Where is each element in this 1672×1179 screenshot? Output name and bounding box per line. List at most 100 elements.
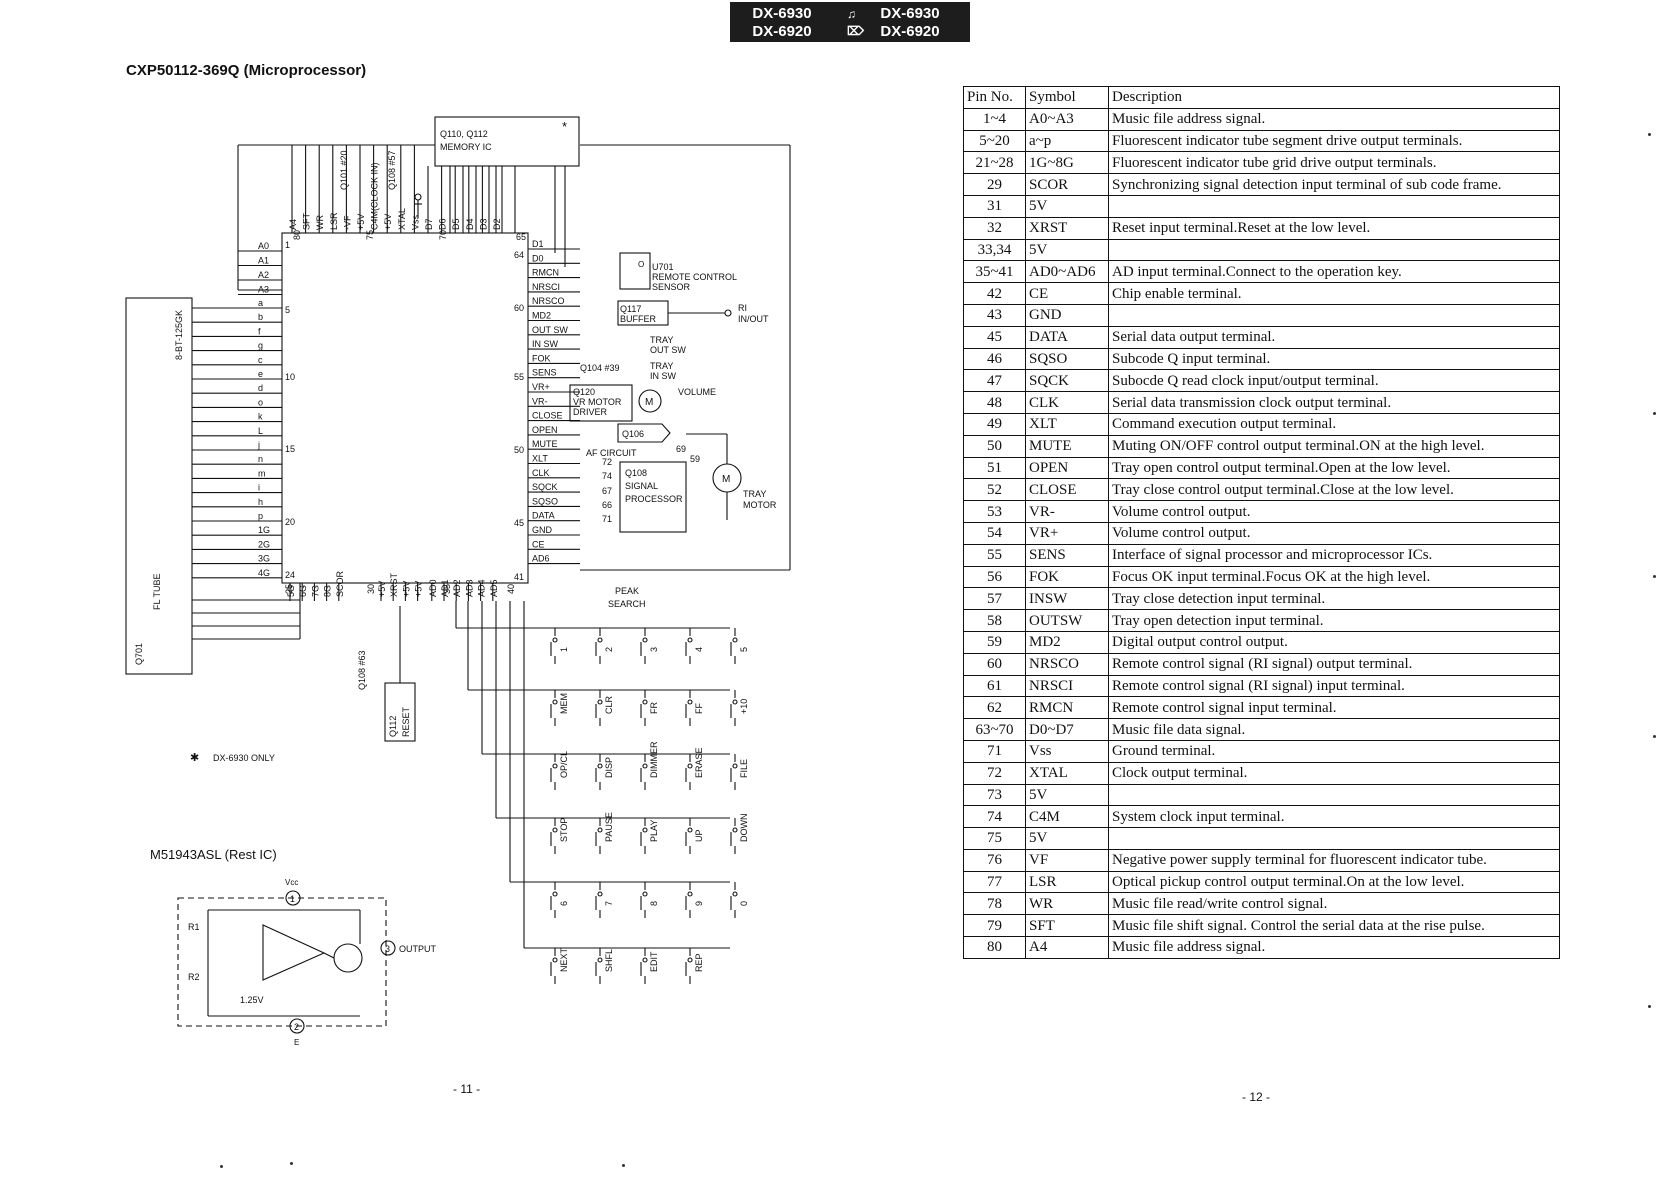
description-cell (1108, 238, 1560, 262)
description-cell: Music file data signal. (1108, 718, 1560, 741)
description-cell: Volume control output. (1108, 521, 1560, 545)
bottom-pin-label: 8G (323, 585, 333, 597)
model-right-top: DX-6930 (880, 5, 940, 22)
right-pin-label: SQSO (532, 496, 558, 506)
bottom-pin-label: AD2 (452, 579, 462, 597)
description-cell: Focus OK input terminal.Focus OK at the … (1108, 565, 1560, 589)
asterisk-mark: ✱ (190, 752, 199, 764)
rest-ic-label: 1.25V (240, 995, 264, 1005)
top-pin-label: A4 (288, 219, 298, 230)
key-label: PLAY (649, 820, 659, 842)
model-badge: DX-6930 DX-6920 ♫ ⌦ DX-6930 DX-6920 (730, 2, 970, 42)
vr-driver (569, 384, 633, 422)
pin-number: 41 (514, 572, 524, 582)
top-pin-label: LSR (329, 212, 339, 230)
description-cell: Serial data output terminal. (1108, 325, 1560, 349)
top-pin-label: D4 (465, 218, 475, 230)
transistor (333, 943, 363, 973)
peak-search-label: SEARCH (608, 599, 646, 609)
symbol-cell: CE (1025, 282, 1109, 305)
key-label: STOP (559, 818, 569, 842)
pin-number-cell: 1~4 (963, 107, 1026, 131)
pin-number-cell: 51 (963, 456, 1026, 480)
left-pin-label: m (258, 468, 266, 478)
rest-ic-pin: 2 (294, 1022, 299, 1032)
key-label: EDIT (649, 951, 659, 972)
key-label: UP (694, 829, 704, 842)
pin-number: 67 (602, 486, 612, 496)
right-pin-label: VR- (532, 396, 548, 406)
description-cell: Reset input terminal.Reset at the low le… (1108, 216, 1560, 240)
pin-number: 20 (285, 517, 295, 527)
key-contact (552, 891, 558, 897)
pin-number-cell: 5~20 (963, 129, 1026, 153)
vr-motor (638, 389, 662, 413)
right-pin-label: CLOSE (532, 411, 563, 421)
scan-speck (1653, 735, 1656, 738)
right-pin-label: FOK (532, 353, 551, 363)
scan-speck (1653, 412, 1656, 415)
description-cell: Remote control signal (RI signal) input … (1108, 674, 1560, 698)
vr-driver-label: Q120 (573, 387, 595, 397)
model-right-bottom: DX-6920 (880, 23, 940, 40)
tray-out-sw-label: TRAY (650, 335, 673, 345)
q106-amp (617, 423, 671, 443)
symbol-cell: GND (1025, 303, 1109, 327)
key-contact (597, 699, 603, 705)
symbol-cell: SFT (1025, 914, 1109, 938)
bottom-pin-label: 6G (298, 585, 308, 597)
pin-number-cell: 62 (963, 696, 1026, 720)
description-cell: Command execution output terminal. (1108, 412, 1560, 436)
right-pin-label: IN SW (532, 339, 559, 349)
header-symbol: Symbol (1025, 86, 1109, 109)
symbol-cell: NRSCI (1025, 674, 1109, 698)
left-pin-label: 1G (258, 525, 270, 535)
pin-number-cell: 29 (963, 173, 1026, 196)
description-cell: Optical pickup control output terminal.O… (1108, 870, 1560, 894)
peak-search-label: PEAK (615, 586, 639, 596)
ri-label: RI (738, 303, 747, 313)
rest-ic-box (177, 897, 387, 1027)
fl-tube-name: FL TUBE (152, 573, 162, 610)
pin-number-cell: 31 (963, 194, 1026, 218)
left-pin-label: h (258, 497, 263, 507)
tray-motor-label: TRAY (743, 489, 766, 499)
pin-number-cell: 72 (963, 761, 1026, 785)
pin-number: 74 (602, 471, 612, 481)
left-pin-label: A2 (258, 270, 269, 280)
ri-terminal (724, 309, 732, 317)
pin-number: 60 (514, 303, 524, 313)
key-label: MEM (559, 693, 569, 714)
description-cell: Muting ON/OFF control output terminal.ON… (1108, 434, 1560, 458)
pin-number: 30 (366, 584, 376, 594)
ri-label: IN/OUT (738, 314, 769, 324)
description-cell: Interface of signal processor and microp… (1108, 543, 1560, 567)
symbol-cell: LSR (1025, 870, 1109, 894)
comparator (262, 924, 326, 981)
description-cell: Volume control output. (1108, 500, 1560, 523)
top-pin-label: WR (315, 215, 325, 230)
description-cell: Tray close control output terminal.Close… (1108, 478, 1560, 502)
top-note: Q108 #57 (387, 150, 397, 190)
key-label: PAUSE (604, 812, 614, 842)
separator-glyph: ♫ (847, 7, 856, 21)
pin-number: 59 (690, 454, 700, 464)
symbol-cell: XTAL (1025, 761, 1109, 785)
tray-out-sw-label: OUT SW (650, 345, 686, 355)
symbol-cell: SCOR (1025, 173, 1109, 196)
symbol-cell: SQCK (1025, 369, 1109, 393)
symbol-cell: SQSO (1025, 347, 1109, 371)
right-pin-label: MD2 (532, 311, 551, 321)
pin-number: 71 (602, 514, 612, 524)
bottom-pin-label: AD5 (489, 579, 499, 597)
pin-number-cell: 78 (963, 892, 1026, 916)
rest-ic-pin: 3 (385, 944, 390, 954)
